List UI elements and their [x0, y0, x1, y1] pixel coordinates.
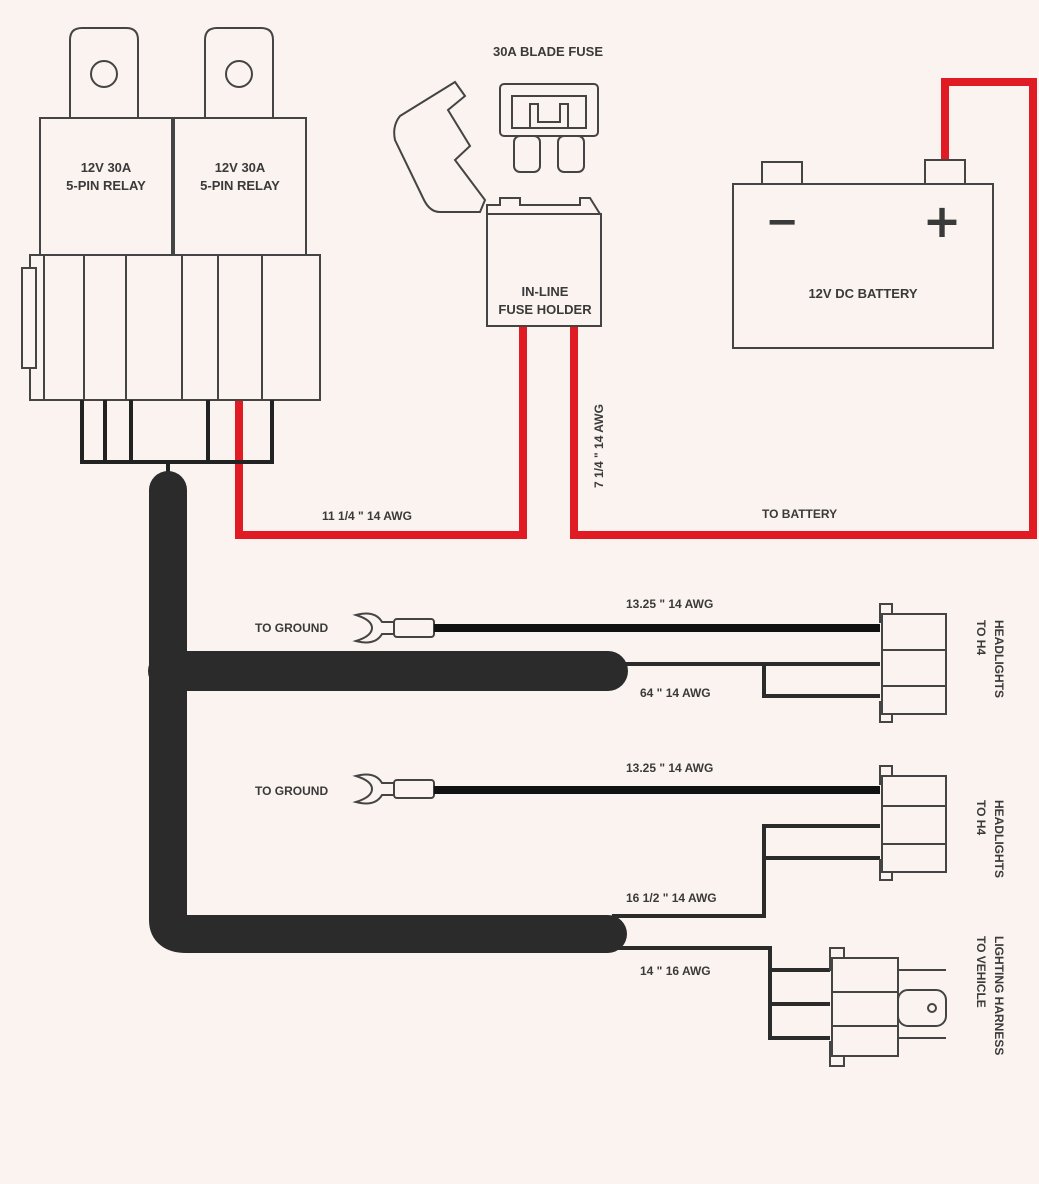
- red-wires: [235, 78, 1037, 539]
- battery: [732, 159, 994, 349]
- to-battery-label: TO BATTERY: [762, 507, 837, 521]
- fuse-holder: [486, 197, 602, 327]
- h4-2-label-1: TO H4: [974, 800, 988, 835]
- battery-minus-icon: −: [765, 199, 799, 245]
- fuse-holder-label-1: IN-LINE: [522, 284, 569, 299]
- battery-plus-icon: +: [923, 194, 962, 248]
- relay-terminals: [80, 400, 274, 482]
- blade-fuse: [499, 83, 599, 173]
- wire-fuse-to-battery: [570, 78, 1037, 539]
- relay-right: [173, 27, 307, 259]
- h4-connector-1: [879, 603, 947, 723]
- ground-terminal-2: [352, 773, 435, 805]
- harness-2-label: 16 1/2 " 14 AWG: [626, 891, 717, 905]
- h4-2-label-2: HEADLIGHTS: [992, 800, 1006, 878]
- relay-left-label-2: 5-PIN RELAY: [66, 178, 146, 193]
- relay-socket: [21, 254, 321, 401]
- harness-3-label: 14 " 16 AWG: [640, 964, 711, 978]
- harness-wires-2: [612, 824, 880, 918]
- harness-sheath: [148, 471, 628, 953]
- blade-fuse-label: 30A BLADE FUSE: [493, 44, 603, 59]
- harness-1-label: 64 " 14 AWG: [640, 686, 711, 700]
- wire-relay-to-fuse-label: 11 1/4 " 14 AWG: [322, 509, 412, 523]
- wire-fuse-to-battery-label: 7 1/4 " 14 AWG: [592, 404, 606, 488]
- h4-1-label-2: HEADLIGHTS: [992, 620, 1006, 698]
- ground-wire-2-label: 13.25 " 14 AWG: [626, 761, 713, 775]
- battery-label: 12V DC BATTERY: [808, 286, 917, 301]
- vehicle-label-1: TO VEHICLE: [974, 936, 988, 1008]
- fuse-holder-cap: [393, 80, 487, 213]
- relay-right-label-2: 5-PIN RELAY: [200, 178, 280, 193]
- ground-label-1: TO GROUND: [255, 621, 328, 635]
- vehicle-connector: [829, 947, 947, 1067]
- harness-wires-3: [612, 946, 830, 1040]
- relay-left: [39, 27, 173, 259]
- ground-terminal-1: [352, 612, 435, 644]
- wire-relay-to-fuse: [235, 322, 527, 539]
- h4-connector-2: [879, 765, 947, 881]
- fuse-holder-label-2: FUSE HOLDER: [498, 302, 592, 317]
- h4-1-label-1: TO H4: [974, 620, 988, 655]
- vehicle-label-2: LIGHTING HARNESS: [992, 936, 1006, 1055]
- relay-right-label-1: 12V 30A: [215, 160, 266, 175]
- ground-label-2: TO GROUND: [255, 784, 328, 798]
- ground-wire-1-label: 13.25 " 14 AWG: [626, 597, 713, 611]
- relay-left-label-1: 12V 30A: [81, 160, 132, 175]
- harness-wires-1: [612, 662, 880, 698]
